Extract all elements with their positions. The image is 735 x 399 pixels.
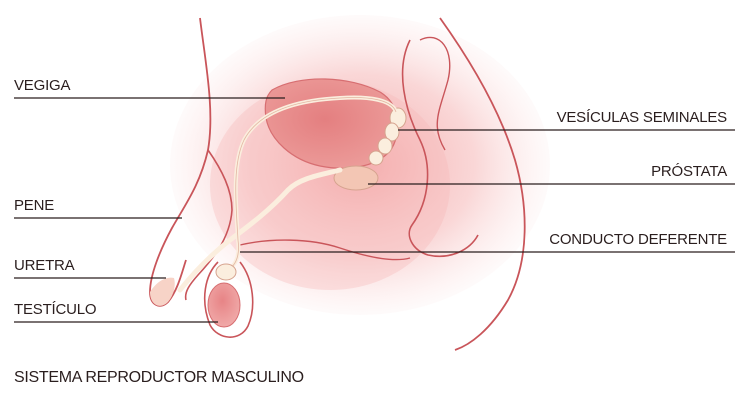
label-urethra: URETRA — [14, 258, 74, 273]
diagram-caption: SISTEMA REPRODUCTOR MASCULINO — [14, 370, 304, 386]
epididymis-shape — [216, 264, 236, 280]
label-prostate: PRÓSTATA — [651, 164, 727, 179]
glans-shape — [150, 278, 175, 306]
testicle-shape — [208, 283, 240, 327]
label-testicle: TESTÍCULO — [14, 302, 96, 317]
label-bladder: VEGIGA — [14, 78, 70, 93]
label-seminal-vesicles: VESÍCULAS SEMINALES — [557, 110, 727, 125]
label-vas-deferens: CONDUCTO DEFERENTE — [549, 232, 727, 247]
label-penis: PENE — [14, 198, 54, 213]
